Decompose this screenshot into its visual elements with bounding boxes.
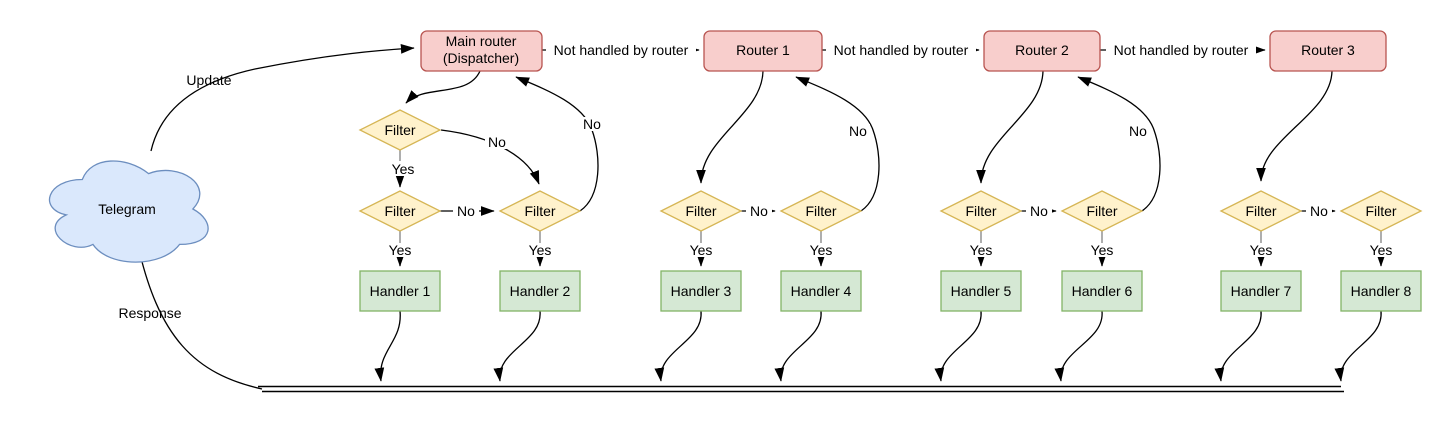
cloud-shape [48, 160, 209, 263]
edge-router2-to-filter-f [976, 70, 1044, 184]
svg-text:Not handled by router: Not handled by router [554, 42, 689, 58]
edge-router1-to-filter-d [696, 70, 764, 184]
filter-label: Filter [1365, 203, 1396, 219]
edge-label-update: Update [186, 72, 231, 88]
filter-diamond-h: Filter [1219, 190, 1303, 232]
handler-node-4: Handler 4 [780, 270, 862, 312]
filter-diamond-d: Filter [659, 190, 743, 232]
filter-label: Filter [1086, 203, 1117, 219]
svg-text:Yes: Yes [810, 242, 833, 258]
edge-label-not-handled-1: Not handled by router [546, 42, 696, 58]
yes-edges [395, 231, 1386, 267]
handler-node-7: Handler 7 [1220, 270, 1302, 312]
handler-label: Handler 3 [671, 283, 732, 299]
router-node-1: Router 1 [703, 30, 823, 72]
router-3-label: Router 3 [1301, 42, 1355, 58]
main-router-node: Main router (Dispatcher) [420, 30, 543, 72]
svg-text:Yes: Yes [389, 242, 412, 258]
handler-label: Handler 4 [791, 283, 852, 299]
filter-diamond-i: Filter [1339, 190, 1423, 232]
handler-label: Handler 7 [1231, 283, 1292, 299]
handler-label: Handler 5 [951, 283, 1012, 299]
router-node-3: Router 3 [1269, 30, 1387, 72]
svg-text:Not handled by router: Not handled by router [834, 42, 969, 58]
filter-label: Filter [1245, 203, 1276, 219]
main-router-label-line2: (Dispatcher) [443, 50, 519, 66]
router-2-label: Router 2 [1015, 42, 1069, 58]
edge-response [135, 240, 263, 390]
edge-filter-g-no-return [1077, 76, 1161, 212]
handler-node-8: Handler 8 [1340, 270, 1422, 312]
handler-node-6: Handler 6 [1061, 270, 1143, 312]
handler-node-2: Handler 2 [499, 270, 581, 312]
svg-text:Yes: Yes [1250, 242, 1273, 258]
edge-label-not-handled-3: Not handled by router [1106, 42, 1256, 58]
edge-filter-c-no-return [515, 76, 599, 212]
handler-label: Handler 2 [510, 283, 571, 299]
filter-diamond-c: Filter [498, 190, 582, 232]
filter-label: Filter [965, 203, 996, 219]
edge-label-yes: Yes Yes Yes Yes Yes Yes Yes Yes Yes [385, 161, 1396, 258]
handler-label: Handler 6 [1072, 283, 1133, 299]
telegram-cloud: Telegram [48, 160, 209, 263]
svg-text:No: No [849, 123, 867, 139]
svg-text:No: No [583, 116, 601, 132]
filter-diamond-b: Filter [358, 190, 442, 232]
router-1-label: Router 1 [736, 42, 790, 58]
svg-text:No: No [1030, 203, 1048, 219]
edge-router3-to-filter-h [1256, 70, 1333, 182]
handler-node-1: Handler 1 [359, 270, 441, 312]
svg-text:No: No [750, 203, 768, 219]
svg-text:No: No [1129, 123, 1147, 139]
svg-text:Yes: Yes [392, 161, 415, 177]
edge-filter-e-no-return [795, 76, 880, 212]
handler-node-5: Handler 5 [940, 270, 1022, 312]
edge-label-no: No No No No No No No No [453, 116, 1332, 219]
handler-to-bus-edges [374, 310, 1382, 382]
edge-label-not-handled-2: Not handled by router [826, 42, 976, 58]
svg-text:Yes: Yes [529, 242, 552, 258]
router-node-2: Router 2 [983, 30, 1101, 72]
telegram-label: Telegram [98, 201, 156, 217]
edge-label-response: Response [118, 305, 181, 321]
svg-text:No: No [488, 134, 506, 150]
edge-update [150, 43, 415, 152]
svg-text:Yes: Yes [970, 242, 993, 258]
filter-diamond-f: Filter [939, 190, 1023, 232]
filter-label: Filter [685, 203, 716, 219]
filter-label: Filter [805, 203, 836, 219]
filter-label: Filter [384, 203, 415, 219]
filter-diamond-g: Filter [1060, 190, 1144, 232]
handler-label: Handler 1 [370, 283, 431, 299]
svg-text:Yes: Yes [1370, 242, 1393, 258]
filter-diamond-e: Filter [779, 190, 863, 232]
edge-main-router-to-filter-a [405, 70, 481, 104]
svg-text:Yes: Yes [1091, 242, 1114, 258]
filter-diamond-a: Filter [358, 109, 442, 151]
handler-label: Handler 8 [1351, 283, 1412, 299]
handler-node-3: Handler 3 [660, 270, 742, 312]
svg-text:No: No [457, 203, 475, 219]
svg-text:No: No [1310, 203, 1328, 219]
main-router-label-line1: Main router [446, 33, 517, 49]
filter-label: Filter [384, 122, 415, 138]
svg-text:Not handled by router: Not handled by router [1114, 42, 1249, 58]
svg-text:Yes: Yes [690, 242, 713, 258]
response-bus-line [258, 385, 1344, 393]
filter-label: Filter [524, 203, 555, 219]
